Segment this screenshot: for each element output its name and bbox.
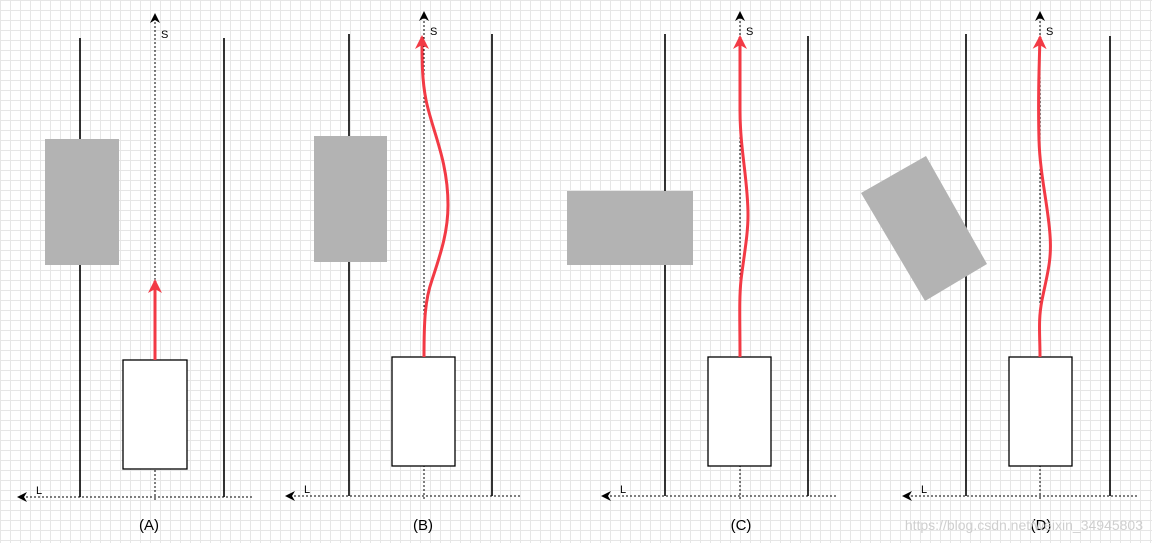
s-axis-label: S bbox=[430, 26, 437, 38]
l-axis-label: L bbox=[620, 484, 626, 496]
s-axis-label: S bbox=[1046, 26, 1053, 38]
l-axis-label: L bbox=[921, 484, 927, 496]
planned-path-curve bbox=[415, 35, 450, 358]
ego-vehicle bbox=[707, 356, 772, 467]
panel-label: (A) bbox=[139, 517, 159, 534]
obstacle bbox=[861, 156, 987, 301]
l-axis-label: L bbox=[36, 485, 42, 497]
s-axis-label: S bbox=[746, 26, 753, 38]
panel-b: S L (B) bbox=[285, 11, 520, 534]
ego-vehicle bbox=[122, 359, 188, 470]
panel-label: (C) bbox=[731, 517, 752, 534]
obstacle bbox=[45, 139, 119, 265]
l-axis-label: L bbox=[304, 484, 310, 496]
panel-c: S L (C) bbox=[567, 11, 836, 534]
obstacle bbox=[567, 191, 693, 265]
ego-vehicle bbox=[1008, 356, 1073, 467]
watermark: https://blog.csdn.net/weixin_34945803 bbox=[905, 517, 1143, 533]
panel-label: (B) bbox=[413, 517, 433, 534]
ego-vehicle bbox=[391, 356, 456, 467]
panel-label: (D) bbox=[1031, 517, 1052, 534]
s-axis-label: S bbox=[161, 29, 168, 41]
obstacle bbox=[314, 136, 387, 262]
planned-path-curve bbox=[733, 35, 750, 358]
panel-a: S L (A) bbox=[17, 13, 252, 534]
panel-d: S L (D) bbox=[861, 11, 1137, 534]
planned-path-curve bbox=[1032, 35, 1052, 358]
